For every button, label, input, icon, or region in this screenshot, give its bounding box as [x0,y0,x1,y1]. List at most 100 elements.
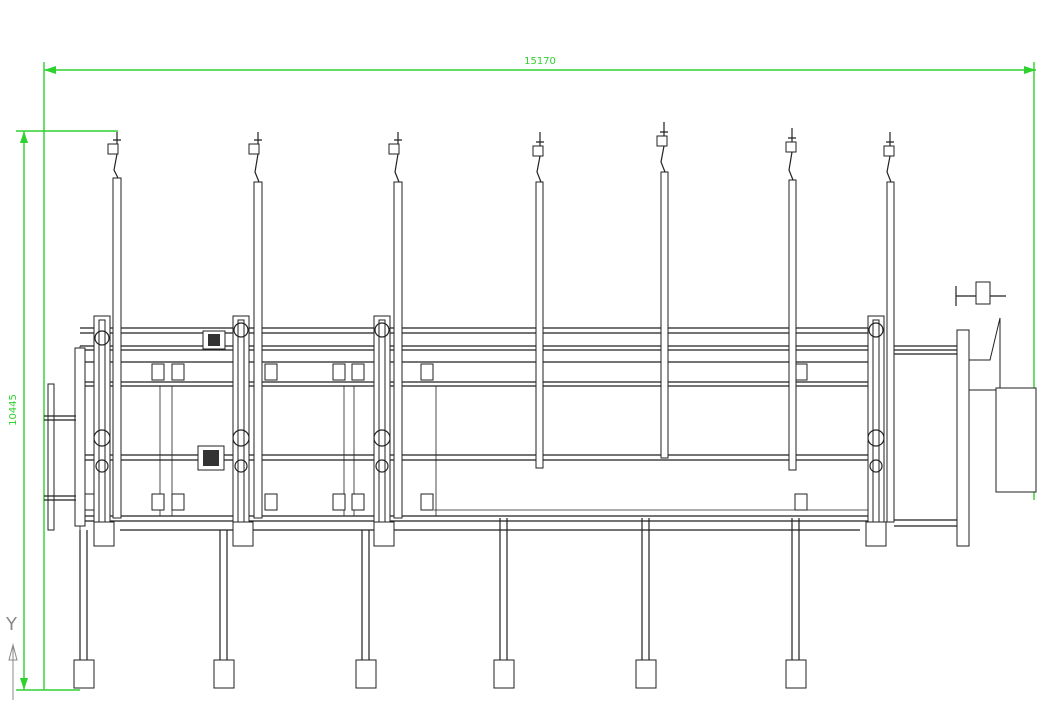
fitting-square [794,493,808,511]
sprocket [373,429,391,447]
hanger-clamp [656,135,668,147]
end-bracket [968,317,1001,391]
hanger-1 [107,132,122,519]
drive-column-base [373,521,395,547]
left-side-handles [44,383,76,531]
fitting-square [332,363,346,381]
leg-foot [635,659,657,689]
sprocket [869,459,883,473]
fitting-square [332,493,346,511]
left-handle-bar [47,383,55,531]
leg-4 [493,518,515,689]
square-fittings [84,363,808,511]
end-box [995,387,1037,493]
sprocket [374,322,390,338]
hanger-clamp [532,145,544,157]
hanger-clamp [388,143,400,155]
ucs-axis-indicator: Y [5,614,18,700]
motor-lower-core [203,450,219,466]
drive-column-base [865,521,887,547]
sprocket [375,459,389,473]
hanger-7 [883,132,895,523]
hanger-hook [113,132,121,179]
hanger-2 [248,132,263,519]
end-plate [956,329,970,547]
hanger-hook [254,132,262,183]
drive-columns [93,315,887,547]
hanger-post [788,179,797,471]
leg-3 [355,530,377,689]
sprocket [867,429,885,447]
hanger-post [112,177,122,519]
drive-column-base [93,521,115,547]
hanger-hook [536,132,544,183]
fitting-square [171,493,185,511]
leg-foot [785,659,807,689]
height-dimension-label: 10445 [8,394,19,426]
leg-foot [213,659,235,689]
hanger-post [535,181,544,469]
hanger-post [253,181,263,519]
hanger-post [393,181,403,519]
hanger-5 [656,122,669,459]
hanger-clamp [785,141,797,153]
drive-column-1 [93,315,115,547]
hanger-hook [394,132,402,183]
width-dimension-arrow-right [1024,66,1036,74]
height-dimension: 10445 [8,130,118,691]
leg-2 [213,530,235,689]
motor-upper-core [208,334,220,346]
fitting-square [351,363,365,381]
sprocket [95,459,109,473]
drive-column-4 [865,315,887,547]
sprocket [233,322,249,338]
support-legs [73,518,807,689]
ucs-y-label: Y [5,614,18,635]
height-dimension-arrow-bottom [20,678,28,690]
leg-6 [785,518,807,689]
hanger-hook [660,122,668,173]
fitting-square [420,363,434,381]
width-dimension: 15170 [43,56,1036,690]
fitting-square [794,363,808,381]
drive-column-base [232,521,254,547]
leg-foot [493,659,515,689]
sprocket [868,322,884,338]
fitting-square [420,493,434,511]
main-frame-rails [74,327,880,531]
fitting-square [351,493,365,511]
hanger-3 [388,132,403,519]
leg-5 [635,518,657,689]
upper-hangers [107,122,895,523]
fitting-square [151,363,165,381]
hanger-post [660,171,669,459]
leg-foot [73,659,95,689]
fitting-square [151,493,165,511]
frame-left-post [74,347,86,527]
hanger-4 [532,132,544,469]
height-dimension-arrow-top [20,131,28,143]
hanger-post [886,181,895,523]
fitting-square [264,363,278,381]
drive-column-3 [373,315,395,547]
right-end-unit [894,281,1037,547]
hanger-clamp [248,143,260,155]
hanger-6 [785,128,797,471]
sprocket [93,429,111,447]
end-top-coupler [955,281,1006,306]
drive-column-2 [232,315,254,547]
ucs-y-arrow [8,643,18,661]
sprocket [234,459,248,473]
leg-foot [355,659,377,689]
fitting-square [171,363,185,381]
sprocket [94,330,110,346]
hanger-hook [788,128,796,181]
motors [197,330,226,471]
width-dimension-arrow-left [44,66,56,74]
hanger-clamp [883,145,895,157]
sprocket [232,429,250,447]
fitting-square [264,493,278,511]
hanger-clamp [107,143,119,155]
leg-1 [73,530,95,689]
